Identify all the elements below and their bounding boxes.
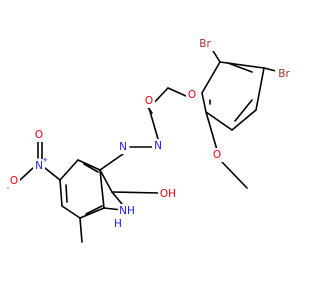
bond-line (255, 67, 265, 111)
bond-line (219, 61, 265, 69)
atom-nitrogen-nitro: N (35, 160, 43, 172)
charge-nitro-positive: + (42, 156, 48, 164)
bond-line (221, 161, 248, 189)
atom-oxygen-nitro-left: O (10, 175, 18, 187)
bond-line (99, 153, 124, 171)
bond-line (201, 61, 221, 94)
bond-line (205, 111, 233, 131)
atom-h-ring: H (114, 218, 122, 230)
bond-line (167, 87, 187, 97)
bond-line (99, 169, 105, 209)
atom-oxygen-nitro-top: O (35, 129, 43, 141)
atom-labels: Br Br O O O N N N + O O - NH H OH (7, 37, 293, 231)
atom-nh-ring: NH (119, 205, 135, 217)
bond-line (19, 167, 34, 181)
bond-line (59, 179, 63, 207)
atom-nitrogen-hydrazone-1: N (154, 140, 162, 152)
bond-line (77, 159, 101, 171)
bond-line (61, 205, 81, 219)
charge-nitro-negative: - (7, 184, 10, 192)
atom-oxygen-carbonyl: O (145, 95, 153, 107)
bond-line (44, 167, 61, 181)
bond-lines (19, 45, 281, 243)
bond-line (205, 111, 218, 151)
bond-line (234, 99, 253, 122)
bond-line (231, 109, 257, 131)
bond-line (85, 205, 103, 215)
bond-line (79, 217, 83, 243)
bond-line (111, 191, 123, 205)
bond-line (111, 191, 161, 194)
bond-line (79, 207, 105, 219)
chemical-structure-diagram: Br Br O O O N N N + O O - NH H OH (6, 37, 293, 243)
bond-line (83, 163, 99, 173)
atom-oxygen-ether: O (188, 89, 196, 101)
atom-oxygen-methoxy: O (213, 149, 221, 161)
bond-line (65, 184, 68, 203)
atom-bromine-right: Br (278, 68, 290, 80)
atom-bromine-top: Br (199, 38, 211, 50)
bond-line (59, 159, 79, 181)
bond-line (227, 62, 253, 73)
atom-nitrogen-hydrazone-2: N (119, 141, 127, 153)
atom-oh-ring: OH (160, 188, 176, 200)
bond-line (148, 107, 159, 140)
bond-line (99, 169, 113, 193)
bond-line (201, 92, 207, 113)
